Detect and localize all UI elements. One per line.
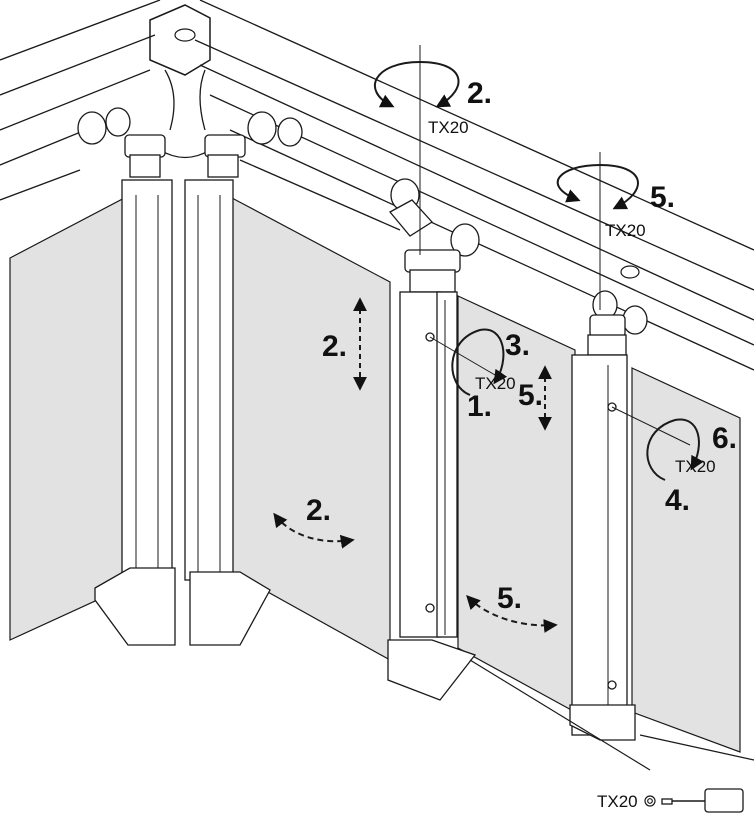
posts [94, 179, 754, 771]
tx20-label-mid: TX20 [475, 374, 516, 393]
clamp-right [587, 290, 648, 356]
torx-icon [644, 795, 656, 807]
clamp-left-2 [204, 111, 303, 178]
clamp-left-1 [77, 107, 166, 178]
post-mid [387, 291, 477, 701]
tool-labels: TX20 TX20 TX20 TX20 [428, 118, 716, 476]
tilt-arrow-icon [273, 512, 355, 549]
step-1-label: 1. [467, 390, 492, 423]
tx20-label-top-right: TX20 [605, 221, 646, 240]
screw-bottom-right [607, 680, 617, 690]
tilt-arrow-icon [646, 418, 704, 481]
step-2-horizontal-label: 2. [306, 494, 331, 527]
glass-panel-left [9, 194, 131, 641]
step-4-label: 4. [665, 484, 690, 517]
step-6-label: 6. [712, 422, 737, 455]
tool-legend: TX20 [597, 788, 744, 813]
rotate-arrow-icon [556, 163, 639, 210]
tool-legend-label: TX20 [597, 792, 638, 811]
post-right [569, 354, 636, 741]
vertical-arrows [353, 297, 552, 431]
post-left-a [94, 179, 176, 646]
step-labels: 2. 5. 2. 3. 1. 5. 6. 4. 2. 5. [306, 77, 737, 615]
tx20-label-right: TX20 [675, 457, 716, 476]
tilt-arrow-icon [466, 594, 558, 633]
tx20-label-top-left: TX20 [428, 118, 469, 137]
torx-screwdriver-icon [661, 788, 744, 813]
swing-arrows [273, 512, 558, 633]
glass-panel-right [631, 367, 741, 753]
axis-lines [419, 45, 691, 446]
step-3-label: 3. [505, 329, 530, 362]
rotate-arrows [373, 60, 704, 481]
screw-bottom [425, 603, 435, 613]
step-5-top-label: 5. [650, 181, 675, 214]
step-5-horizontal-label: 5. [497, 582, 522, 615]
rail-clamps [77, 107, 648, 356]
rotate-arrow-icon [373, 60, 460, 108]
step-5-vertical-label: 5. [518, 379, 543, 412]
step-2-top-label: 2. [467, 77, 492, 110]
post-left-b [184, 179, 271, 646]
handrail [0, 0, 754, 371]
step-2-vertical-label: 2. [322, 330, 347, 363]
tilt-arrow-icon [451, 328, 508, 396]
clamp-mid [388, 178, 480, 293]
